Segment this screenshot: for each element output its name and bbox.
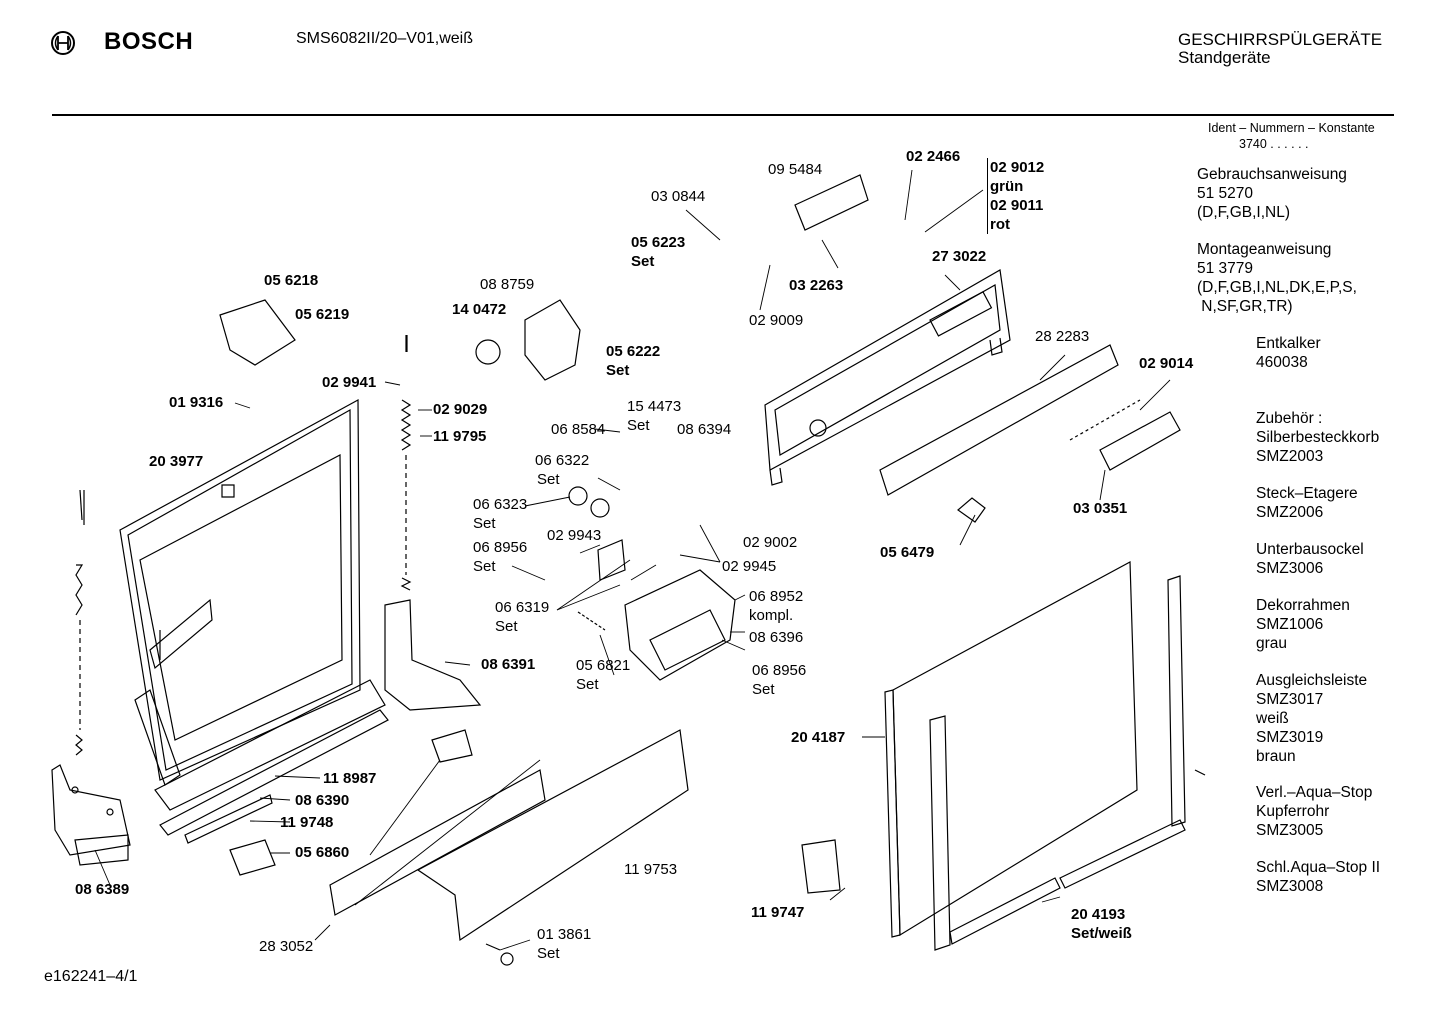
frame-bracket bbox=[802, 840, 840, 893]
part-label-203977: 20 3977 bbox=[149, 453, 204, 470]
plinth-panel bbox=[418, 730, 688, 940]
part-label-118987: 11 8987 bbox=[323, 770, 377, 787]
bottom-trim-strips bbox=[135, 680, 388, 843]
part-label-056860: 05 6860 bbox=[295, 844, 350, 861]
drawing-id: e162241–4/1 bbox=[44, 968, 138, 985]
door-hinge bbox=[52, 765, 130, 865]
header-divider bbox=[52, 114, 1394, 116]
part-label-119753: 11 9753 bbox=[624, 861, 678, 878]
part-label-022466: 02 2466 bbox=[906, 148, 961, 165]
part-label-086394: 08 6394 bbox=[677, 421, 732, 438]
kick-plate bbox=[330, 770, 545, 915]
part-label-283052: 28 3052 bbox=[259, 938, 314, 955]
part-label-086389: 08 6389 bbox=[75, 881, 130, 898]
foam-block-lower bbox=[230, 840, 275, 875]
part-label-119748: 11 9748 bbox=[280, 814, 334, 831]
foam-block-upper bbox=[432, 730, 472, 762]
model-number: SMS6082II/20–V01,weiß bbox=[296, 30, 473, 47]
part-label-086391: 08 6391 bbox=[481, 656, 536, 673]
control-panel-strip bbox=[880, 345, 1118, 495]
part-label-088759: 08 8759 bbox=[480, 276, 535, 293]
part-label-019316: 01 9316 bbox=[169, 394, 224, 411]
part-label-282283: 28 2283 bbox=[1035, 328, 1090, 345]
part-label-095484: 09 5484 bbox=[768, 161, 823, 178]
part-label-029941: 02 9941 bbox=[322, 374, 377, 391]
part-label-140472: 14 0472 bbox=[452, 301, 507, 318]
control-panel bbox=[765, 270, 1010, 485]
doc-gebrauchsanweisung: Gebrauchsanweisung 51 5270 (D,F,GB,I,NL) bbox=[1197, 166, 1347, 221]
brand-name: BOSCH bbox=[104, 28, 194, 55]
screws bbox=[84, 335, 1205, 965]
part-label-030351: 03 0351 bbox=[1073, 500, 1128, 517]
side-bracket bbox=[385, 600, 480, 710]
decor-frame bbox=[930, 576, 1185, 950]
button-block bbox=[1070, 400, 1180, 470]
part-label-273022: 27 3022 bbox=[932, 248, 987, 265]
timer-motor bbox=[476, 300, 580, 380]
part-label-086390: 08 6390 bbox=[295, 792, 350, 809]
part-label-030844: 03 0844 bbox=[651, 188, 706, 205]
door-latch bbox=[220, 300, 295, 365]
part-label-029014: 02 9014 bbox=[1139, 355, 1194, 372]
program-switch bbox=[795, 175, 868, 230]
ident-label: Ident – Nummern – Konstante bbox=[1208, 121, 1375, 135]
category-title: GESCHIRRSPÜLGERÄTE bbox=[1178, 30, 1383, 49]
door-spring-left bbox=[76, 490, 82, 755]
leader-lines bbox=[95, 170, 1170, 950]
part-label-068584: 06 8584 bbox=[551, 421, 606, 438]
part-label-119795: 11 9795 bbox=[433, 428, 487, 445]
ident-value: 3740 . . . . . . bbox=[1239, 137, 1309, 151]
part-label-086396: 08 6396 bbox=[749, 629, 804, 646]
part-label-056219: 05 6219 bbox=[295, 306, 350, 323]
outer-door-panel bbox=[885, 562, 1137, 937]
category-subtitle: Standgeräte bbox=[1178, 48, 1271, 67]
part-label-056218: 05 6218 bbox=[264, 272, 319, 289]
part-label-029009: 02 9009 bbox=[749, 312, 804, 329]
bosch-logo-icon bbox=[50, 30, 76, 56]
door-spring-right bbox=[402, 335, 410, 590]
part-label-029945: 02 9945 bbox=[722, 558, 777, 575]
part-label-029002: 02 9002 bbox=[743, 534, 798, 551]
part-label-032263: 03 2263 bbox=[789, 277, 844, 294]
door-inner-panel bbox=[120, 400, 360, 780]
part-label-119747: 11 9747 bbox=[751, 904, 805, 921]
selector-knob bbox=[958, 498, 985, 522]
part-label-056479: 05 6479 bbox=[880, 544, 935, 561]
part-label-204187: 20 4187 bbox=[791, 729, 846, 746]
detergent-dispenser bbox=[569, 487, 735, 680]
part-label-029029: 02 9029 bbox=[433, 401, 488, 418]
part-label-029943: 02 9943 bbox=[547, 527, 602, 544]
doc-montageanweisung: Montageanweisung 51 3779 (D,F,GB,I,NL,DK… bbox=[1197, 241, 1357, 315]
